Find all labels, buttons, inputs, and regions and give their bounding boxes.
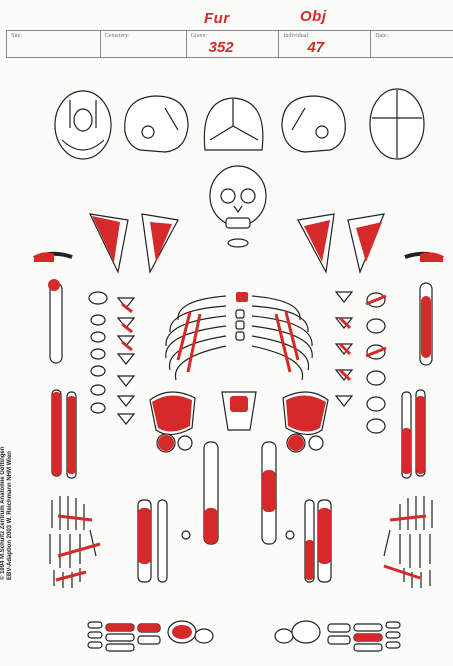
- humerus-left: [50, 283, 62, 363]
- skull-posterior-view: [204, 98, 263, 150]
- fibula-left: [158, 500, 167, 582]
- skull-inferior-view: [55, 91, 111, 159]
- pubis-left: [178, 436, 192, 450]
- hyoid-bone: [228, 239, 248, 247]
- sternum: [236, 310, 244, 340]
- vertebrae-thoracic-left: [118, 298, 134, 424]
- pubis-right: [309, 436, 323, 450]
- skull-frontal-view: [210, 166, 266, 228]
- skull-superior-view: [370, 89, 424, 159]
- patella-right: [286, 531, 294, 539]
- skull-lateral-left-view: [125, 96, 188, 152]
- credit-line-1: © 1994 M.Schultz Zentrum Anatomie Göttin…: [0, 446, 7, 580]
- patella-left: [182, 531, 190, 539]
- skull-lateral-right-view: [282, 96, 345, 152]
- copyright-credit: © 1994 M.Schultz Zentrum Anatomie Göttin…: [0, 446, 14, 580]
- credit-line-2: EBV-Adaption 2003 W. Reichmann NHM Wien: [7, 446, 14, 580]
- vertebrae-lumbar-right: [367, 293, 385, 433]
- vertebrae-cervical-left: [89, 292, 107, 413]
